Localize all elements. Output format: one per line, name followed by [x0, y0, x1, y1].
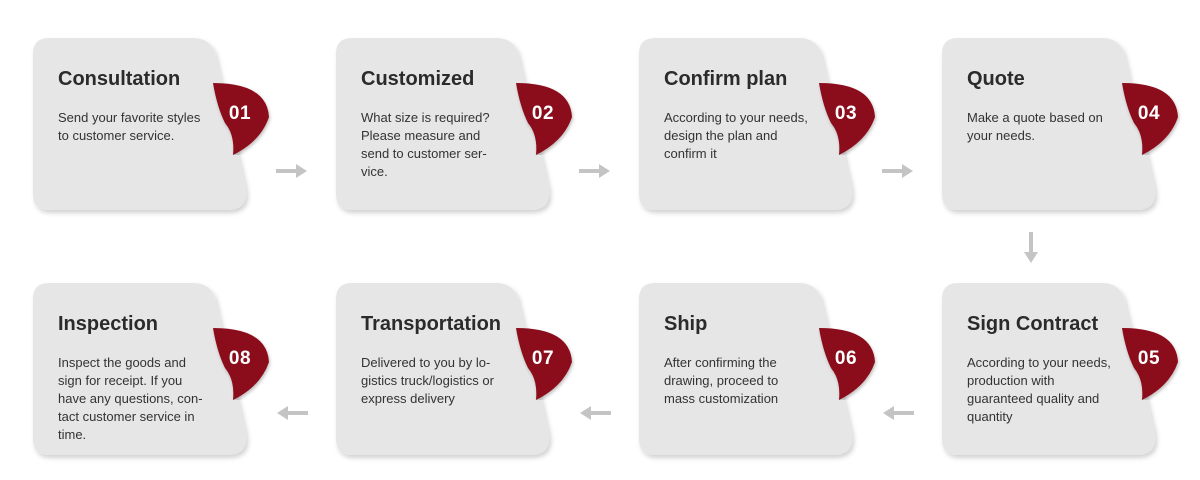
step-number: 04 [1137, 103, 1161, 124]
step-title: Inspection [58, 313, 159, 335]
step-card-05: Sign Contract According to your needs, p… [942, 283, 1178, 455]
step-card-shape [33, 283, 247, 455]
step-card-06: Ship After confirming the drawing, proce… [639, 283, 875, 455]
step-number-badge: 04 [1120, 83, 1182, 155]
step-number-badge: 02 [514, 83, 576, 155]
step-card-04: Quote Make a quote based on your needs. … [942, 38, 1178, 210]
step-title: Quote [967, 68, 1025, 90]
step-description: According to your needs, production with… [967, 355, 1111, 424]
step-description: Delivered to you by lo-gistics truck/log… [361, 355, 494, 406]
step-description: Send your favorite styles to customer se… [58, 110, 201, 143]
step-number: 05 [1137, 348, 1161, 369]
step-card-03: Confirm plan According to your needs, de… [639, 38, 875, 210]
arrow-left-icon [277, 406, 308, 420]
step-card-02: Customized What size is required? Please… [336, 38, 572, 210]
step-card-07: Transportation Delivered to you by lo-gi… [336, 283, 572, 455]
step-number-badge: 08 [211, 328, 273, 400]
step-title: Customized [361, 68, 475, 90]
step-title: Ship [664, 313, 708, 335]
step-number: 02 [531, 103, 555, 124]
step-card-01: Consultation Send your favorite styles t… [33, 38, 269, 210]
step-description: Make a quote based on your needs. [967, 110, 1103, 143]
step-card-shape [33, 38, 247, 210]
step-number-badge: 05 [1120, 328, 1182, 400]
step-description: Inspect the goods and sign for receipt. … [58, 355, 203, 442]
arrow-left-icon [580, 406, 611, 420]
step-title: Sign Contract [967, 313, 1099, 335]
arrow-right-icon [579, 164, 610, 178]
step-card-shape [336, 283, 550, 455]
arrow-down-icon [1024, 232, 1038, 263]
step-number-badge: 03 [817, 83, 879, 155]
step-card-shape [639, 38, 853, 210]
step-number-badge: 06 [817, 328, 879, 400]
step-number: 03 [834, 103, 858, 124]
step-number: 07 [531, 348, 555, 369]
step-description: According to your needs, design the plan… [664, 110, 808, 161]
step-number: 01 [228, 103, 252, 124]
step-card-shape [942, 283, 1156, 455]
step-number: 08 [228, 348, 252, 369]
arrow-left-icon [883, 406, 914, 420]
step-number-badge: 01 [211, 83, 273, 155]
step-description: After confirming the drawing, proceed to… [664, 355, 779, 406]
step-card-shape [336, 38, 550, 210]
step-card-shape [942, 38, 1156, 210]
arrow-right-icon [882, 164, 913, 178]
step-card-shape [639, 283, 853, 455]
step-title: Transportation [361, 313, 502, 335]
step-title: Consultation [58, 68, 181, 90]
step-card-08: Inspection Inspect the goods and sign fo… [33, 283, 269, 455]
step-title: Confirm plan [664, 68, 788, 90]
step-number-badge: 07 [514, 328, 576, 400]
step-description: What size is required? Please measure an… [361, 110, 490, 179]
arrow-right-icon [276, 164, 307, 178]
step-number: 06 [834, 348, 858, 369]
